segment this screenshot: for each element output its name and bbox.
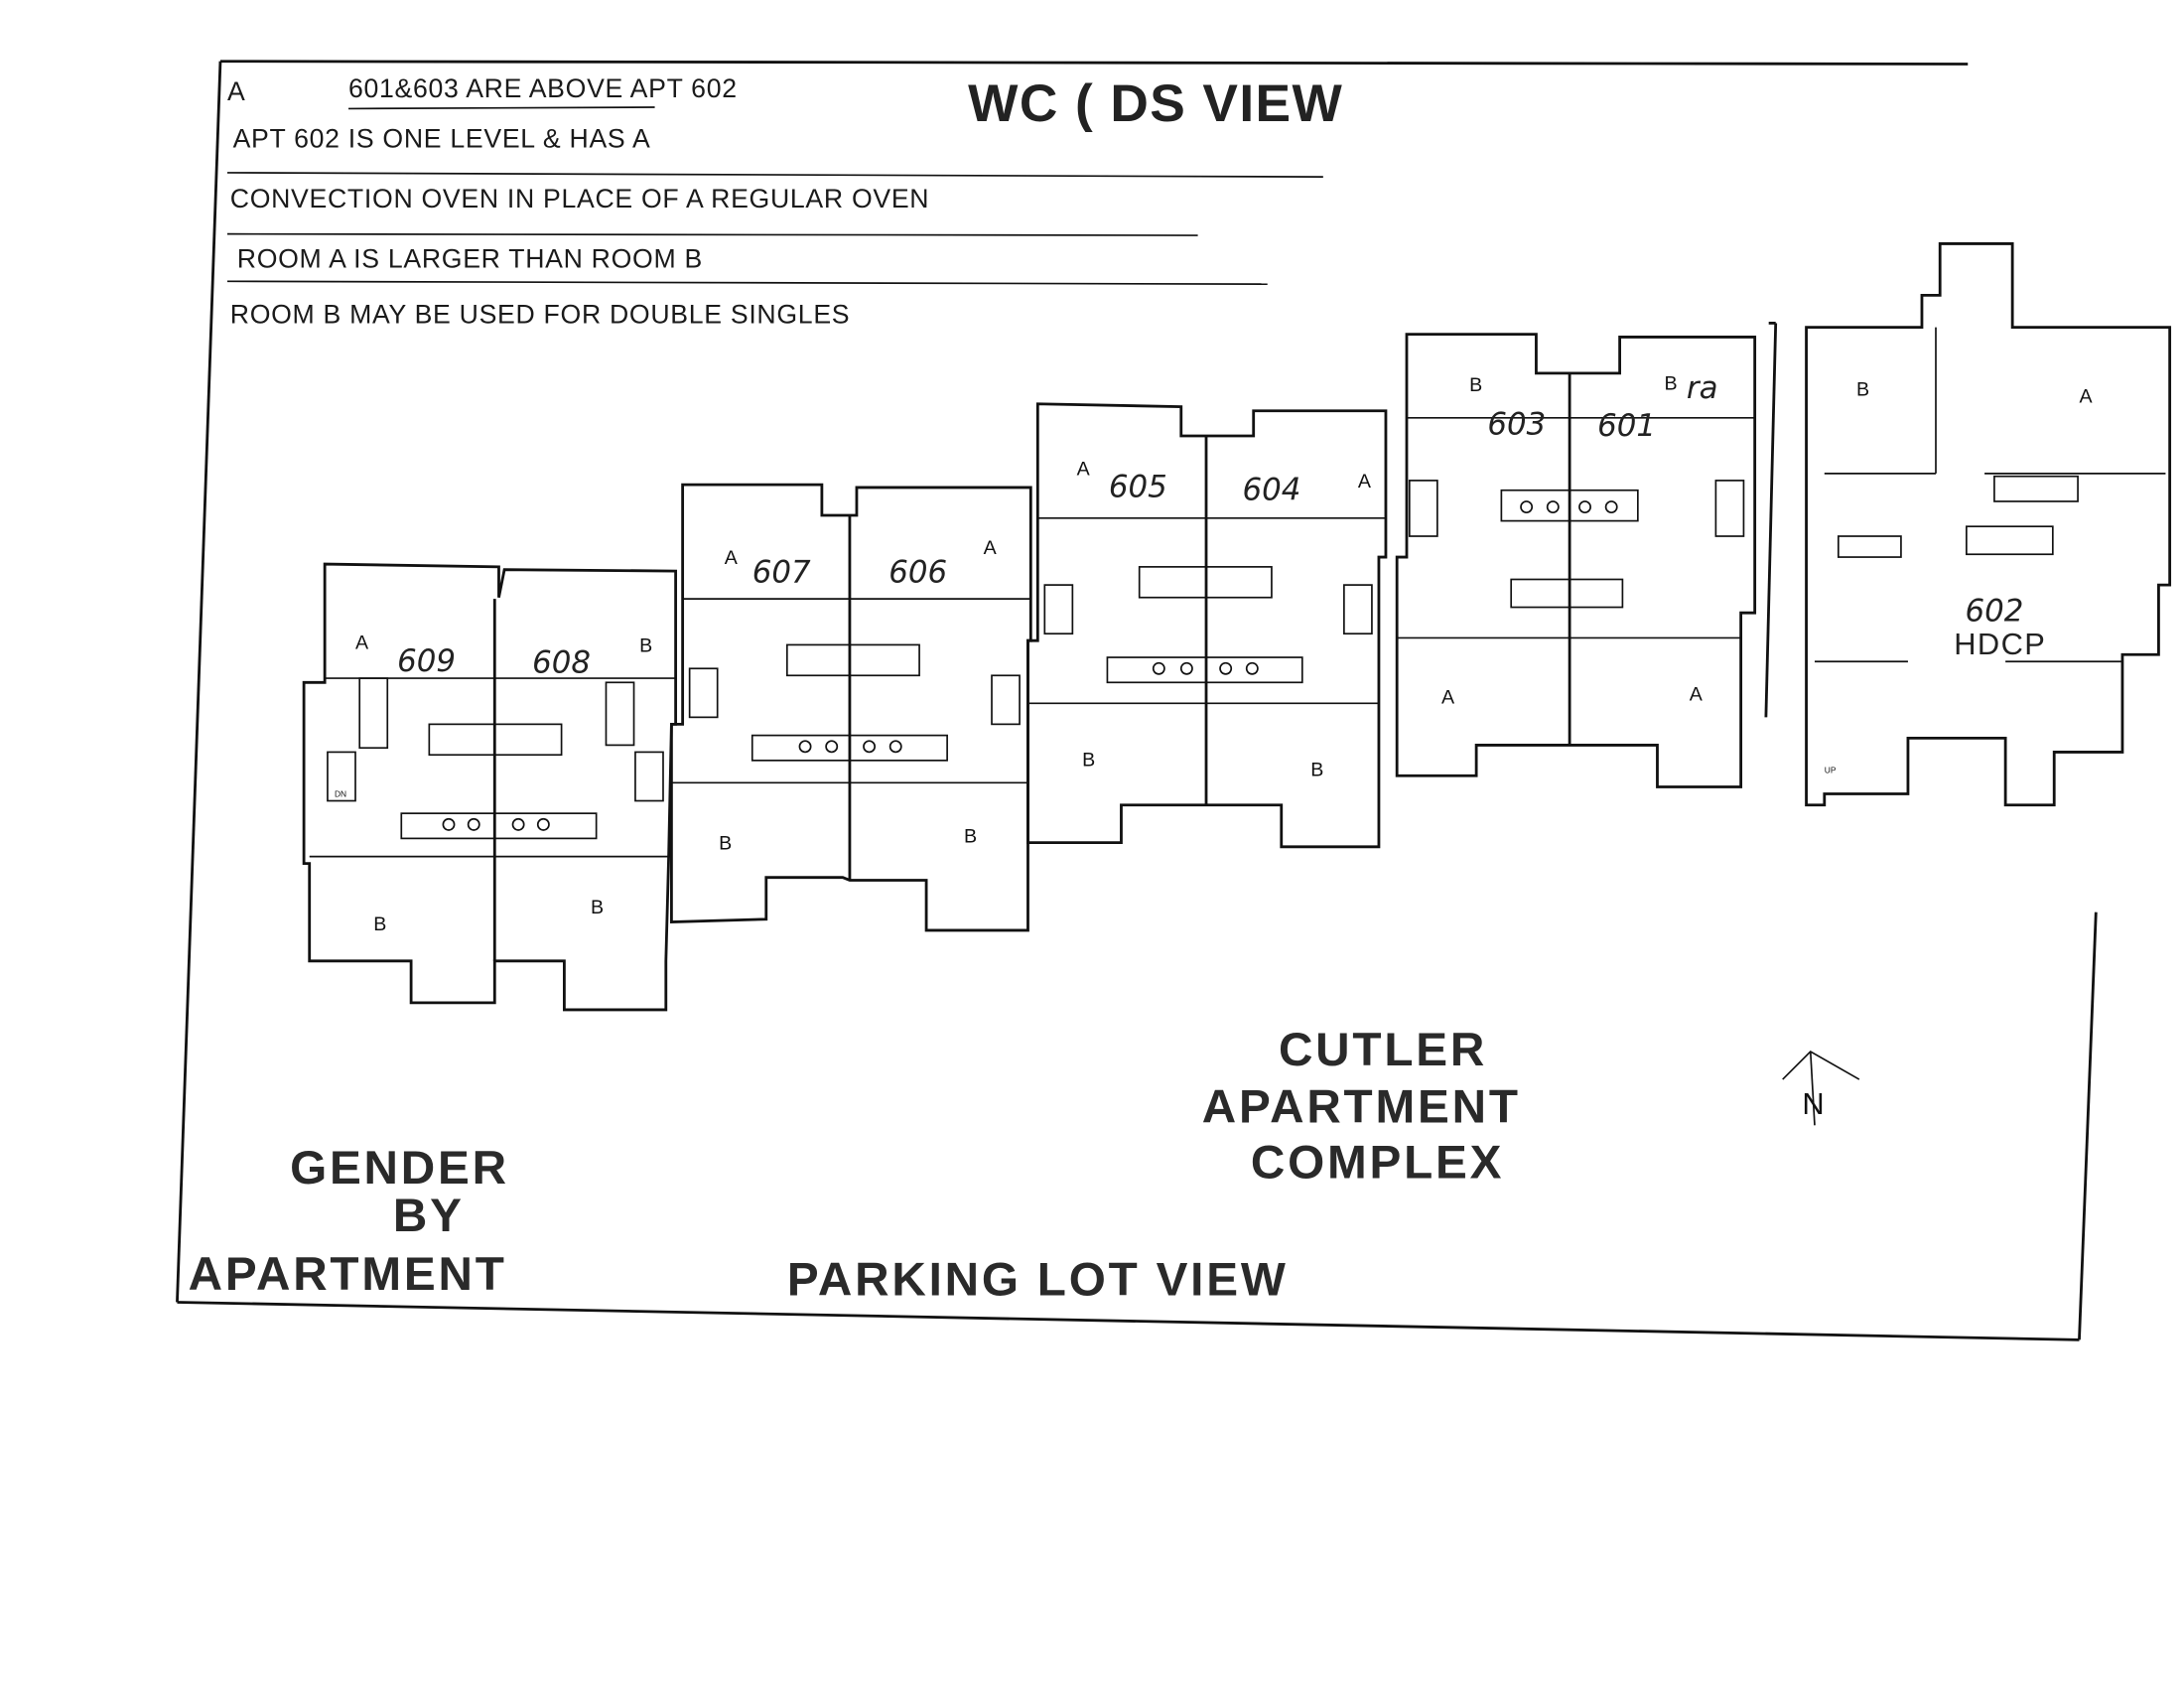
unit-number: 605 xyxy=(1109,470,1167,505)
page-frame xyxy=(176,60,2098,1341)
room-label: A xyxy=(1441,686,1455,708)
gender-label-line: APARTMENT xyxy=(189,1248,507,1301)
stair-label-dn: DN xyxy=(335,788,346,798)
room-label: B xyxy=(1310,759,1323,780)
complex-name-line: CUTLER xyxy=(1279,1024,1487,1076)
room-label: B xyxy=(639,634,652,656)
notes-block: A 601&603 ARE ABOVE APT 602 APT 602 IS O… xyxy=(226,73,1343,329)
building-605-604 xyxy=(1026,402,1388,849)
building-609-608 xyxy=(302,562,678,1012)
room-label: B xyxy=(1469,374,1482,396)
note-double-singles: ROOM B MAY BE USED FOR DOUBLE SINGLES xyxy=(230,299,851,329)
gender-label-line: BY xyxy=(393,1190,465,1242)
note-convection: CONVECTION OVEN IN PLACE OF A REGULAR OV… xyxy=(230,184,930,213)
room-label: B xyxy=(1082,749,1095,771)
unit-number: 604 xyxy=(1242,473,1300,508)
note-601-603: 601&603 ARE ABOVE APT 602 xyxy=(348,73,738,103)
room-label: A xyxy=(725,547,739,569)
room-label: A xyxy=(355,633,369,654)
note-602-level: APT 602 IS ONE LEVEL & HAS A xyxy=(233,124,651,154)
unit-number: 608 xyxy=(532,644,591,680)
complex-name: CUTLER APARTMENT COMPLEX xyxy=(1202,1024,1521,1190)
complex-name-line: APARTMENT xyxy=(1202,1081,1521,1134)
building-607-606 xyxy=(670,483,1032,932)
stair-label-up: UP xyxy=(1825,765,1837,774)
room-label: B xyxy=(591,897,604,918)
note-room-size: ROOM A IS LARGER THAN ROOM B xyxy=(237,243,703,273)
room-label: B xyxy=(373,914,386,935)
unit-labels: 609 A B 608 B B 607 A B 606 A B 605 A B … xyxy=(355,370,2093,935)
unit-number: 603 xyxy=(1487,407,1546,443)
complex-name-line: COMPLEX xyxy=(1251,1137,1504,1190)
room-label: B xyxy=(1664,373,1677,395)
building-602 xyxy=(1805,242,2172,807)
hdcp-label: HDCP xyxy=(1954,627,2046,661)
north-label: N xyxy=(1802,1086,1824,1121)
room-label: A xyxy=(2079,385,2093,407)
unit-number: 606 xyxy=(888,554,947,590)
woods-view-title: WC ( DS VIEW xyxy=(968,74,1343,133)
room-label: B xyxy=(719,833,732,855)
room-label: A xyxy=(1690,684,1704,706)
unit-number: 602 xyxy=(1965,594,2023,630)
north-arrow-icon: N xyxy=(1782,1050,1860,1126)
unit-number: 609 xyxy=(397,643,456,679)
ra-note: ra xyxy=(1687,370,1718,406)
building-603-601 xyxy=(1395,322,1778,788)
room-label: A xyxy=(984,537,998,559)
room-label: A xyxy=(1077,458,1091,480)
gender-label-line: GENDER xyxy=(290,1142,509,1195)
unit-number: 607 xyxy=(752,554,811,590)
room-label: B xyxy=(1856,378,1869,400)
note-fragment: A xyxy=(227,76,245,106)
room-label: B xyxy=(964,826,977,848)
gender-label: GENDER BY APARTMENT xyxy=(189,1142,509,1301)
room-label: A xyxy=(1358,471,1372,492)
unit-number: 601 xyxy=(1597,408,1656,444)
parking-lot-view-title: PARKING LOT VIEW xyxy=(787,1253,1289,1306)
